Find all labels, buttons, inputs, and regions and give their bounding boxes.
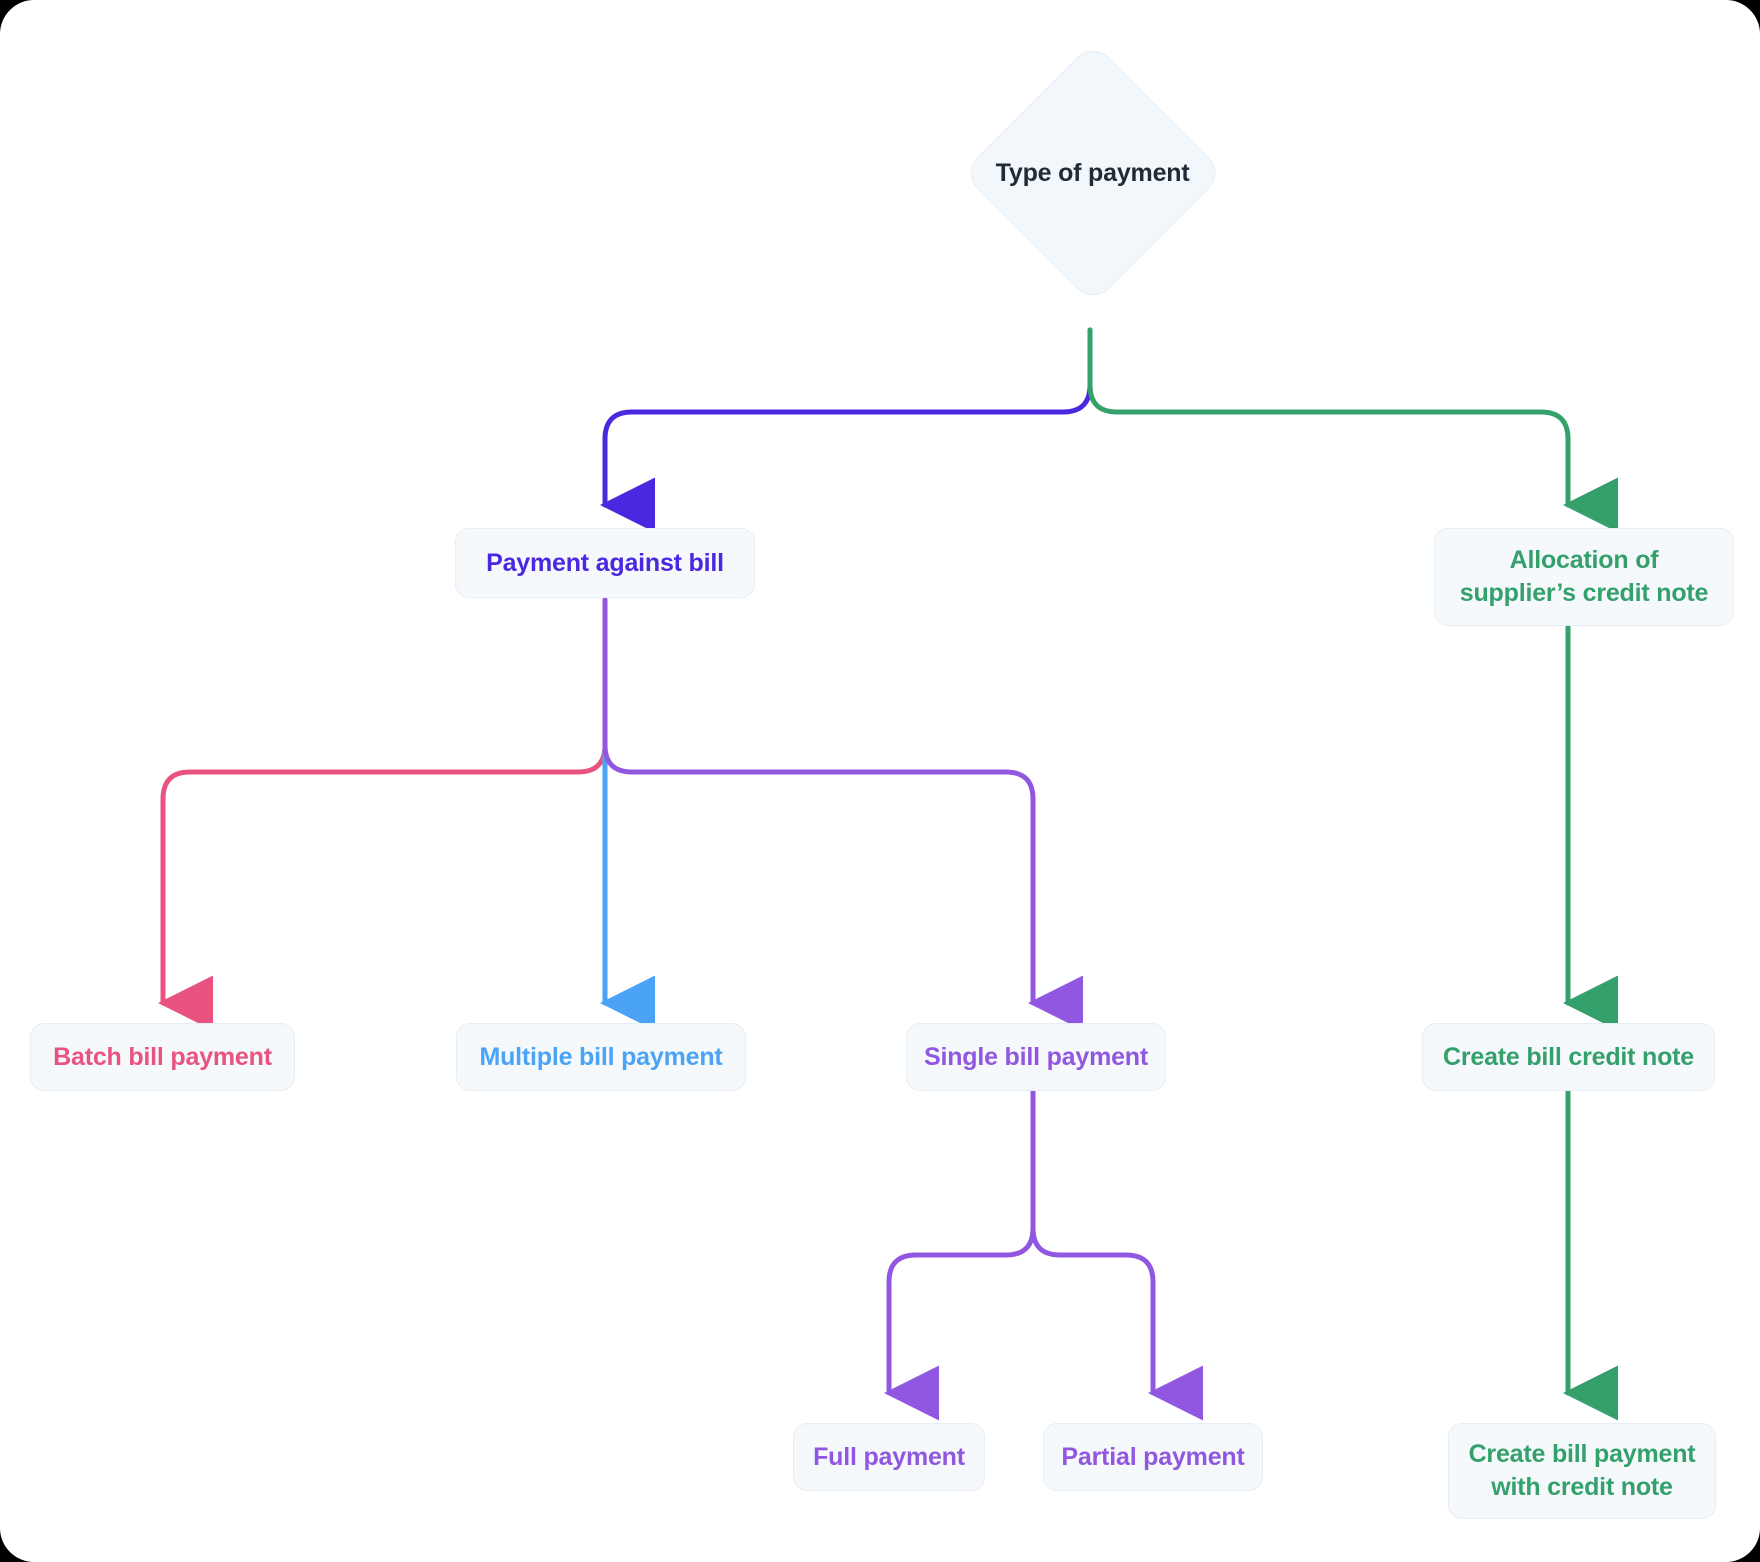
node-label-single-bill-payment: Single bill payment [923, 1042, 1149, 1071]
edge-root-to-allocation-credit-note [1087, 327, 1618, 533]
node-label-batch-bill-payment: Batch bill payment [53, 1042, 272, 1071]
edge-single-to-full-payment [884, 1087, 1036, 1421]
node-multiple-bill-payment[interactable]: Multiple bill payment [456, 1023, 746, 1091]
node-full-payment[interactable]: Full payment [793, 1423, 985, 1491]
node-label-full-payment: Full payment [813, 1442, 965, 1471]
node-label-allocation-of-suppliers-credit-note: Allocation of supplier’s credit note [1459, 546, 1709, 607]
node-label-type-of-payment: Type of payment [996, 158, 1190, 187]
node-create-bill-credit-note[interactable]: Create bill credit note [1422, 1023, 1715, 1091]
node-batch-bill-payment[interactable]: Batch bill payment [30, 1023, 295, 1091]
node-single-bill-payment[interactable]: Single bill payment [906, 1023, 1166, 1091]
edge-root-to-payment-against-bill [600, 327, 1093, 533]
node-partial-payment[interactable]: Partial payment [1043, 1423, 1263, 1491]
edge-payment-against-bill-to-single [602, 597, 1083, 1031]
node-label-payment-against-bill: Payment against bill [486, 548, 724, 577]
node-allocation-of-suppliers-credit-note[interactable]: Allocation of supplier’s credit note [1434, 528, 1734, 626]
node-create-bill-payment-with-credit-note[interactable]: Create bill payment with credit note [1448, 1423, 1716, 1519]
edge-single-to-partial-payment [1030, 1087, 1203, 1421]
node-label-create-bill-credit-note: Create bill credit note [1442, 1042, 1694, 1071]
node-label-create-bill-payment-with-credit-note: Create bill payment with credit note [1468, 1440, 1696, 1501]
node-label-partial-payment: Partial payment [1061, 1442, 1245, 1471]
edge-payment-against-bill-to-batch [158, 597, 608, 1031]
node-label-multiple-bill-payment: Multiple bill payment [479, 1042, 723, 1071]
node-payment-against-bill[interactable]: Payment against bill [455, 528, 755, 598]
node-type-of-payment[interactable]: Type of payment [961, 41, 1225, 305]
